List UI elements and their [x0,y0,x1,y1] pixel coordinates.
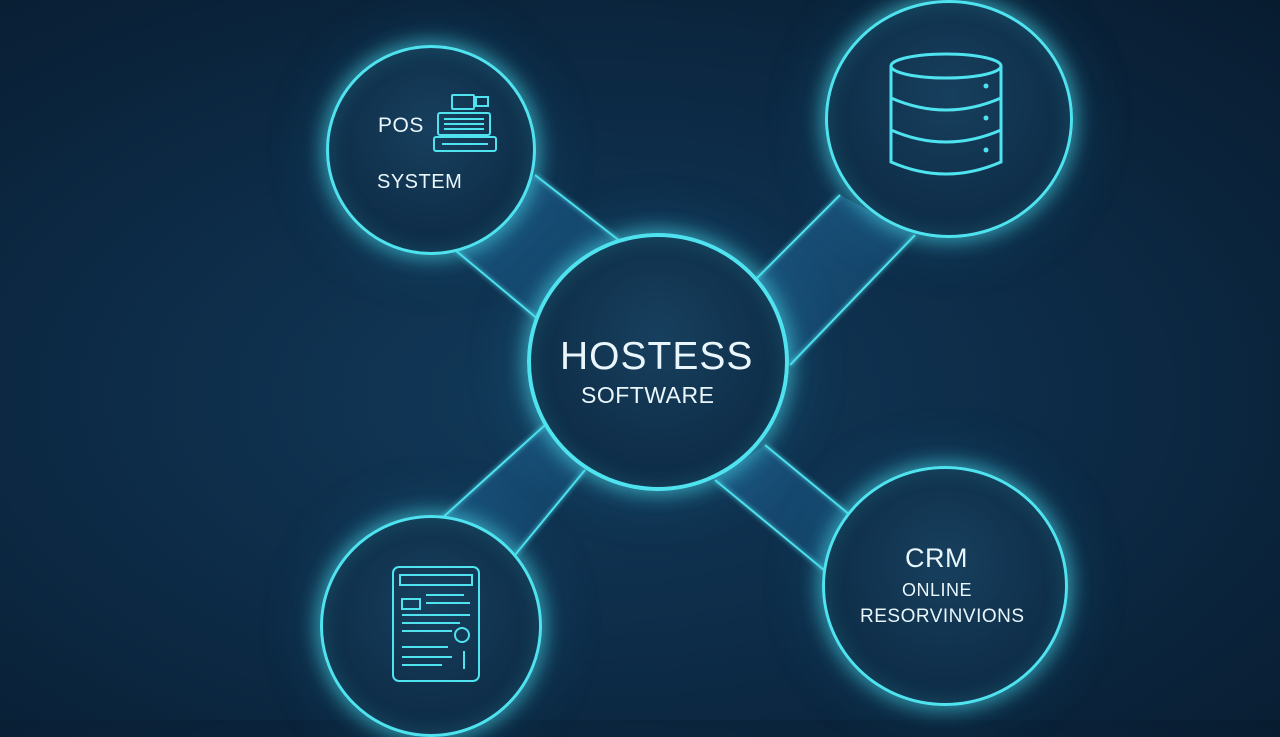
hub-subtitle: SOFTWARE [581,382,715,408]
online-label: ONLIΝE [902,580,973,600]
connector-document [439,424,586,556]
crm-label: CRM [905,543,968,573]
crm-node [822,466,1068,706]
database-icon [889,52,1003,176]
hub-diagram: POS SYSTEM HOSTESS SOFTWARE [320,0,1073,737]
connector-database [754,194,916,366]
document-icon [392,566,480,682]
document-node [320,515,542,737]
pos-label: POS [378,114,424,137]
hub-title: HOSTESS [560,335,754,378]
pos-system-node [326,45,536,255]
system-label: SYSTEM [377,171,463,193]
cash-register-icon [433,94,497,152]
reservations-label: RESORVIΝVIONS [860,606,1025,627]
connector-crm [714,444,851,576]
hostess-software-hub [527,233,789,491]
database-node [825,0,1073,238]
